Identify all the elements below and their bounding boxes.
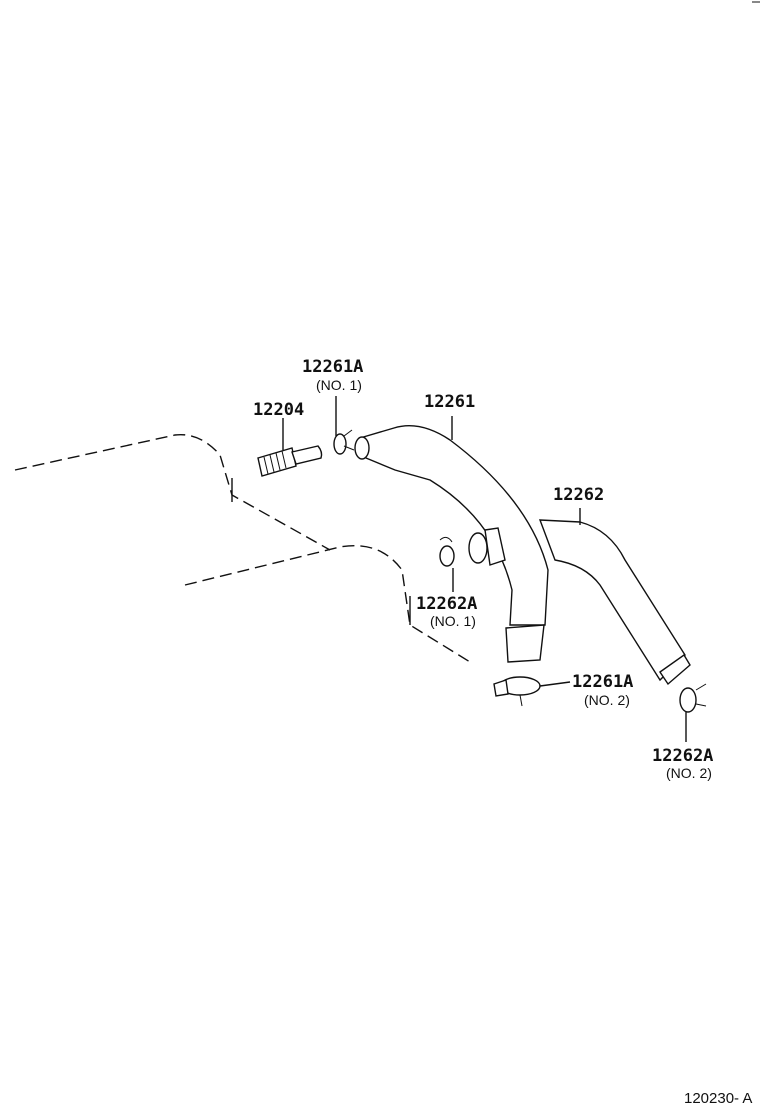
label-12262a-no1: 12262A bbox=[416, 594, 477, 614]
label-12262a-no2: 12262A bbox=[652, 746, 713, 766]
clip-12262a-no2 bbox=[679, 683, 707, 742]
label-12261a-no2-sub: (NO. 2) bbox=[584, 692, 630, 708]
label-12261a-no2: 12261A bbox=[572, 672, 633, 692]
pcv-valve-12204 bbox=[257, 418, 323, 477]
label-12261a-no1-sub: (NO. 1) bbox=[316, 377, 362, 393]
label-12261: 12261 bbox=[424, 392, 475, 412]
engine-outline bbox=[14, 433, 471, 663]
hose-12261 bbox=[354, 416, 549, 663]
clamp-12261a-no2 bbox=[493, 676, 571, 707]
diagram-reference-code: 120230- A bbox=[684, 1090, 752, 1107]
label-12262a-no1-sub: (NO. 1) bbox=[430, 613, 476, 629]
clip-12262a-no1 bbox=[439, 536, 455, 592]
clip-12261a-no1 bbox=[333, 396, 355, 455]
label-12261a-no1: 12261A bbox=[302, 357, 363, 377]
label-12204: 12204 bbox=[253, 400, 304, 420]
label-12262: 12262 bbox=[553, 485, 604, 505]
hose-12262 bbox=[468, 508, 691, 686]
label-12262a-no2-sub: (NO. 2) bbox=[666, 765, 712, 781]
